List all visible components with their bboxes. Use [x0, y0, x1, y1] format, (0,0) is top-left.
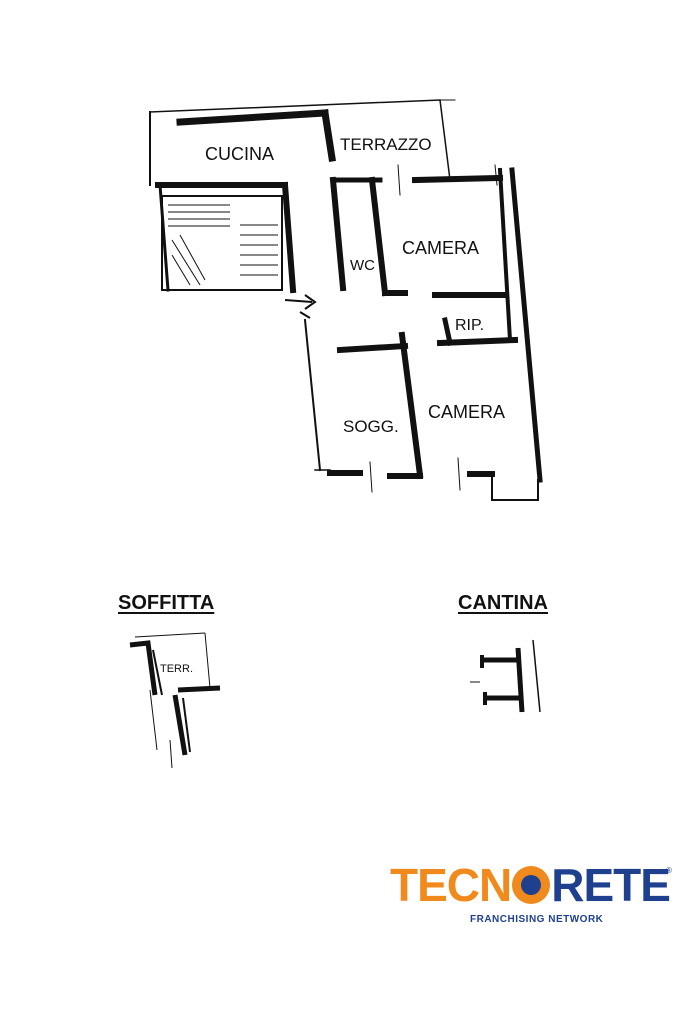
logo-registered-mark: ® [666, 866, 672, 875]
room-label-soggiorno: SOGG. [343, 417, 399, 436]
cantina-drawing [470, 639, 541, 713]
logo-o-globe-icon [512, 866, 551, 904]
soffitta-terr-label: TERR. [160, 663, 193, 675]
room-label-cucina: CUCINA [205, 144, 274, 164]
room-label-rip: RIP. [455, 317, 484, 334]
cantina-title: CANTINA [458, 592, 548, 614]
room-label-wc: WC [350, 257, 375, 274]
soffitta-drawing [129, 632, 221, 769]
room-label-camera-bottom: CAMERA [428, 402, 505, 422]
room-label-terrazzo: TERRAZZO [340, 135, 432, 154]
logo-wordmark: TECN RETE [390, 859, 671, 911]
room-label-camera-top: CAMERA [402, 238, 479, 258]
soffitta-title: SOFFITTA [118, 592, 215, 614]
tecnorete-logo: TECN RETE ® FRANCHISING NETWORK [390, 862, 675, 932]
logo-subtitle: FRANCHISING NETWORK [470, 914, 604, 925]
logo-text-part2: RETE [551, 859, 671, 911]
logo-text-part1: TECN [390, 859, 512, 911]
floor-plan-drawing: CUCINA TERRAZZO WC CAMERA RIP. SOGG. CAM… [129, 99, 543, 769]
